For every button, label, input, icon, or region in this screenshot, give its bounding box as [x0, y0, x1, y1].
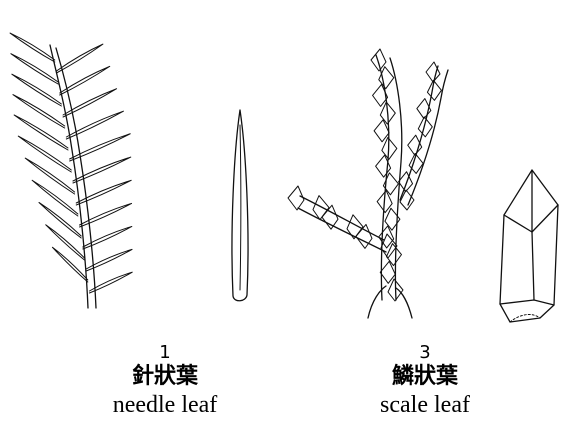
needle-leaf-english-label: needle leaf: [55, 391, 275, 419]
scale: [399, 172, 413, 192]
needle: [13, 95, 65, 128]
scale-leaf-shoot: [288, 49, 448, 318]
scale: [427, 80, 441, 100]
needle: [60, 66, 110, 95]
needle: [52, 247, 87, 282]
needle-leaf-chinese-label: 針狀葉: [55, 363, 275, 391]
scale: [371, 49, 386, 71]
needle: [25, 158, 74, 194]
needle: [18, 136, 71, 172]
needle: [63, 89, 117, 117]
figure-number-scale: 3: [300, 343, 550, 363]
scale: [313, 196, 329, 220]
needle: [11, 54, 58, 84]
scale: [426, 62, 440, 82]
scale: [418, 117, 432, 137]
needle: [56, 44, 102, 73]
needle-leaf-caption: 1 針狀葉 needle leaf: [55, 343, 275, 419]
needle: [46, 225, 85, 260]
needle: [39, 202, 81, 238]
needle: [73, 157, 131, 183]
single-needle-leaf: [232, 110, 248, 301]
scale-cluster: [288, 49, 441, 301]
scale-leaf-chinese-label: 鱗狀葉: [300, 363, 550, 391]
scale-leaf-caption: 3 鱗狀葉 scale leaf: [300, 343, 550, 419]
single-scale-leaf: [500, 170, 558, 322]
scale-leaf-english-label: scale leaf: [300, 391, 550, 419]
needle-cluster: [10, 33, 132, 293]
needle-leaf-shoot: [10, 33, 132, 308]
needle: [89, 272, 132, 293]
needle: [32, 180, 78, 216]
needle: [14, 115, 68, 150]
figure-number-needle: 1: [55, 343, 275, 363]
scale: [288, 186, 304, 210]
scale: [347, 215, 363, 239]
scale: [356, 224, 372, 248]
